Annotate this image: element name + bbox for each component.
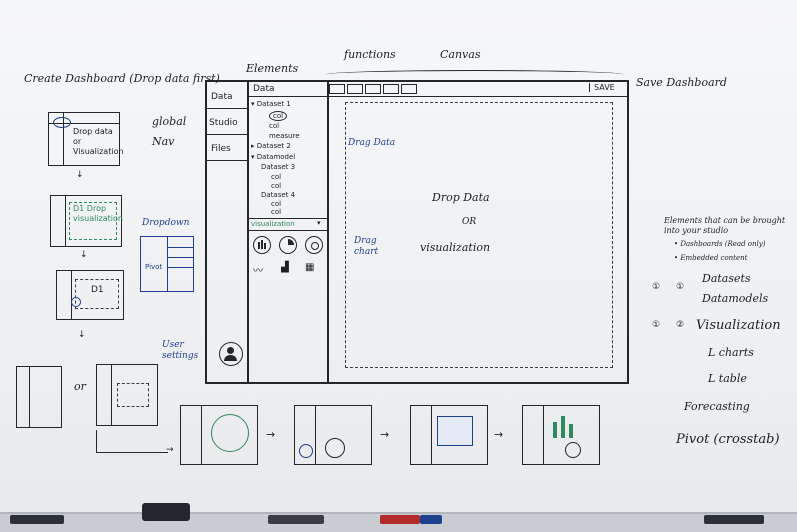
notes-forecasting: Forecasting	[684, 400, 750, 413]
circle-two-icon: ②	[676, 320, 685, 330]
seq-arrow-1: →	[266, 428, 276, 441]
function-button[interactable]	[347, 84, 363, 94]
seq-card-1	[180, 405, 258, 465]
arrow-down-1: ↓	[76, 170, 84, 180]
tree-item[interactable]: col	[271, 200, 282, 208]
canvas-text-1: Drop Data	[432, 191, 490, 204]
save-dashboard-label: Save Dashboard	[636, 76, 727, 89]
save-button[interactable]: SAVE	[589, 83, 615, 92]
flow-card-1: Drop data or Visualization	[48, 112, 124, 166]
viz-dropdown[interactable]: visualization	[251, 220, 295, 228]
nav-item-data[interactable]: Data	[211, 92, 233, 102]
user-avatar-icon[interactable]	[219, 342, 243, 366]
global-nav-annotation: global Nav	[152, 115, 187, 148]
flow-option-b	[96, 364, 158, 426]
canvas-text-2: OR	[462, 217, 477, 227]
red-marker[interactable]	[380, 515, 420, 524]
seq-arrow-2: →	[380, 428, 390, 441]
tree-item[interactable]: Dataset 3	[261, 163, 296, 171]
notes-visualization: Visualization	[696, 318, 781, 333]
notes-datamodels: Datamodels	[702, 292, 769, 305]
function-button[interactable]	[383, 84, 399, 94]
seq-card-4	[522, 405, 600, 465]
circle-one-icon: ①	[676, 282, 685, 292]
canvas-header: Canvas	[440, 48, 481, 61]
notes-charts: L charts	[708, 346, 754, 359]
arrow-down-2: ↓	[80, 250, 88, 260]
pivot-label: Pivot	[145, 263, 163, 271]
elements-panel: Data ▾ Dataset 1 col col measure ▸ Datas…	[247, 82, 329, 382]
flow-arrow-head: →	[166, 445, 174, 455]
tree-item[interactable]: col	[269, 111, 288, 121]
tree-item[interactable]: col	[271, 173, 282, 181]
function-button[interactable]	[329, 84, 345, 94]
dropdown-sketch: Pivot	[140, 236, 194, 292]
arrow-down-3: ↓	[78, 330, 86, 340]
tree-item[interactable]: col	[271, 208, 282, 216]
function-bar: SAVE	[327, 82, 627, 97]
tree-item[interactable]: measure	[269, 132, 300, 140]
tree-item[interactable]: ▾ Datamodel	[251, 153, 296, 161]
notes-heading: Elements that can be brought into your s…	[664, 216, 786, 235]
black-marker[interactable]	[10, 515, 64, 524]
panel-title: Data	[253, 84, 275, 94]
notes-table: L table	[708, 372, 747, 385]
functions-header: functions	[344, 48, 396, 61]
notes-datasets: Datasets	[702, 272, 751, 285]
table-icon[interactable]: ▦	[305, 262, 315, 273]
eraser[interactable]	[142, 503, 190, 521]
tree-item[interactable]: col	[271, 182, 282, 190]
notes-bullet-2: • Embedded content	[674, 254, 748, 262]
blue-marker[interactable]	[420, 515, 442, 524]
function-button[interactable]	[365, 84, 381, 94]
drag-data-label: Drag Data	[348, 138, 396, 148]
nav-item-files[interactable]: Files	[211, 144, 231, 154]
black-marker[interactable]	[268, 515, 324, 524]
or-label: or	[74, 380, 86, 393]
flow-card-3-text: D1	[91, 285, 104, 295]
circle-one-icon: ①	[652, 320, 661, 330]
flow-card-2-text: D1 Drop visualization	[73, 204, 123, 223]
flow-title: Create Dashboard (Drop data first)	[24, 72, 220, 85]
area-chart-icon[interactable]: ▟	[281, 262, 289, 273]
flow-connector-right	[96, 452, 168, 453]
tree-item[interactable]: ▾ Dataset 1	[251, 100, 291, 108]
flow-option-a	[16, 366, 62, 428]
donut-chart-icon[interactable]	[305, 236, 323, 254]
global-nav: Data Studio Files	[207, 82, 249, 382]
notes-pivot: Pivot (crosstab)	[676, 432, 780, 447]
black-marker[interactable]	[704, 515, 764, 524]
seq-card-3	[410, 405, 488, 465]
tree-item[interactable]: ▸ Dataset 2	[251, 142, 291, 150]
user-settings-label: User settings	[162, 340, 199, 361]
notes-bullet-1: • Dashboards (Read only)	[674, 240, 766, 248]
dropdown-label: Dropdown	[142, 218, 190, 228]
bar-chart-icon[interactable]	[253, 236, 271, 254]
flow-card-2: D1 Drop visualization	[50, 195, 123, 247]
canvas-brace	[326, 70, 624, 79]
line-chart-icon[interactable]: 〰	[253, 266, 263, 277]
pie-chart-icon[interactable]	[279, 236, 297, 254]
canvas-drop-zone[interactable]: Drop Data OR visualization	[345, 102, 613, 368]
flow-card-1-text: Drop data or Visualization	[73, 127, 124, 156]
chevron-down-icon[interactable]: ▾	[317, 219, 321, 227]
tree-item[interactable]: Dataset 4	[261, 191, 296, 199]
nav-item-studio[interactable]: Studio	[209, 118, 238, 128]
tree-item[interactable]: col	[269, 122, 280, 130]
elements-header: Elements	[246, 62, 299, 75]
flow-card-3: D1	[56, 270, 124, 320]
studio-window: Data Studio Files Data ▾ Dataset 1 col c…	[205, 80, 629, 384]
circle-one-icon: ①	[652, 282, 661, 292]
drag-chart-label: Drag chart	[354, 236, 379, 257]
seq-arrow-3: →	[494, 428, 504, 441]
flow-connector-down	[96, 430, 97, 452]
function-button[interactable]	[401, 84, 417, 94]
seq-card-2	[294, 405, 372, 465]
canvas-text-3: visualization	[420, 241, 491, 254]
